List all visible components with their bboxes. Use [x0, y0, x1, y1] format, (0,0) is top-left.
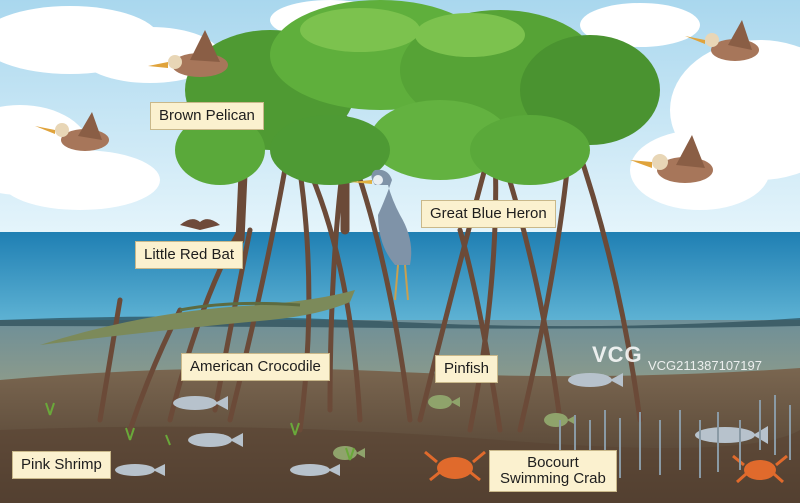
crab-2 — [732, 454, 788, 484]
label-american-crocodile: American Crocodile — [181, 353, 330, 381]
crab-1 — [424, 450, 486, 482]
bat — [180, 219, 220, 230]
label-little-red-bat: Little Red Bat — [135, 241, 244, 269]
label-bocourt-swimming-crab: Bocourt Swimming Crab — [489, 450, 617, 492]
watermark-id: VCG211387107197 — [648, 358, 762, 373]
seagrass — [45, 402, 355, 461]
label-pink-shrimp: Pink Shrimp — [12, 451, 111, 479]
clouds — [0, 0, 800, 210]
pelican-flying-2 — [35, 112, 109, 151]
mangrove-canopy — [175, 0, 660, 185]
pneumatophores — [559, 395, 791, 478]
label-bocourt-line1: Bocourt — [527, 454, 579, 471]
label-great-blue-heron: Great Blue Heron — [421, 200, 556, 228]
pelican-flying-4 — [630, 135, 713, 183]
label-brown-pelican: Brown Pelican — [150, 102, 264, 130]
watermark-logo: VCG — [592, 342, 643, 367]
pelican-flying-1 — [148, 30, 228, 77]
label-bocourt-line2: Swimming Crab — [500, 470, 606, 487]
pelican-flying-3 — [685, 20, 759, 61]
fishes — [115, 373, 768, 476]
label-pinfish: Pinfish — [435, 355, 499, 383]
great-blue-heron — [350, 169, 412, 301]
crocodile — [40, 290, 355, 345]
